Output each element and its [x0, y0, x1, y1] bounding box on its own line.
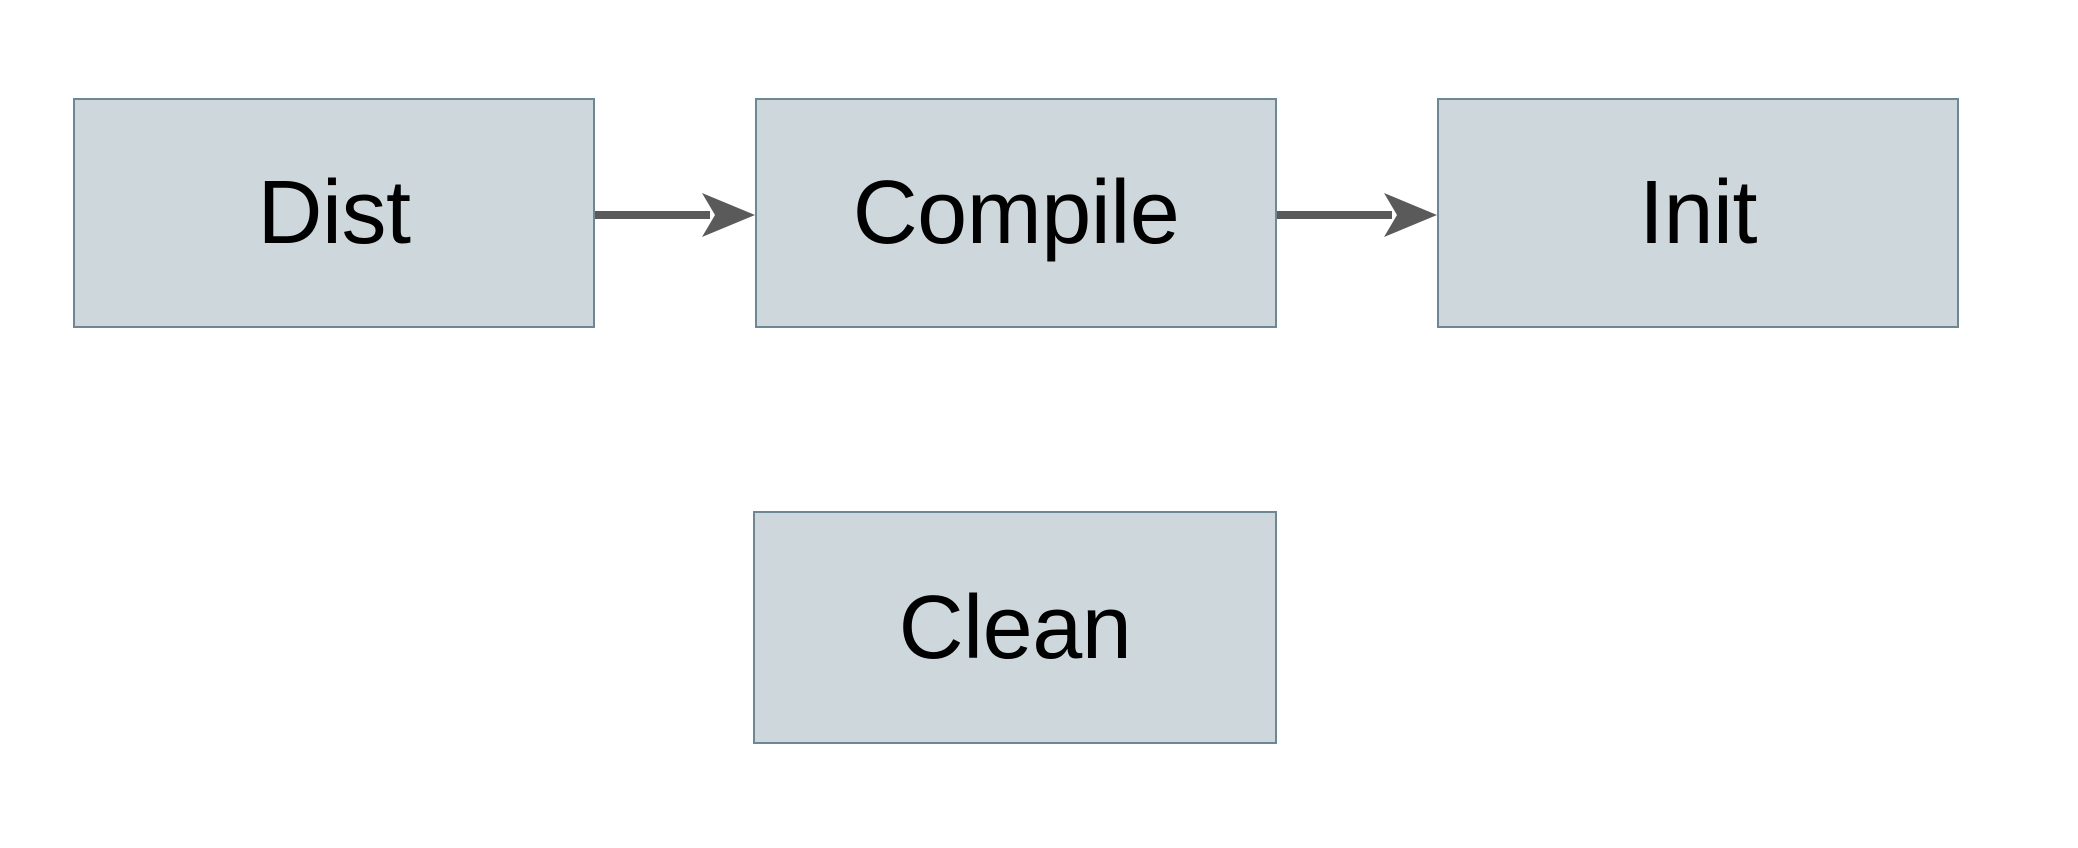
node-label-clean: Clean	[898, 577, 1132, 678]
diagram-node-init[interactable]: Init	[1437, 98, 1959, 328]
arrow-right-icon	[595, 193, 755, 237]
node-label-compile: Compile	[852, 163, 1180, 263]
diagram-node-clean[interactable]: Clean	[753, 511, 1277, 744]
diagram-edge-dist-to-compile[interactable]	[595, 185, 755, 245]
diagram-node-compile[interactable]: Compile	[755, 98, 1277, 328]
diagram-edge-compile-to-init[interactable]	[1277, 185, 1437, 245]
diagram-node-dist[interactable]: Dist	[73, 98, 595, 328]
arrow-right-icon	[1277, 193, 1437, 237]
node-label-dist: Dist	[257, 163, 412, 263]
node-label-init: Init	[1638, 163, 1758, 263]
